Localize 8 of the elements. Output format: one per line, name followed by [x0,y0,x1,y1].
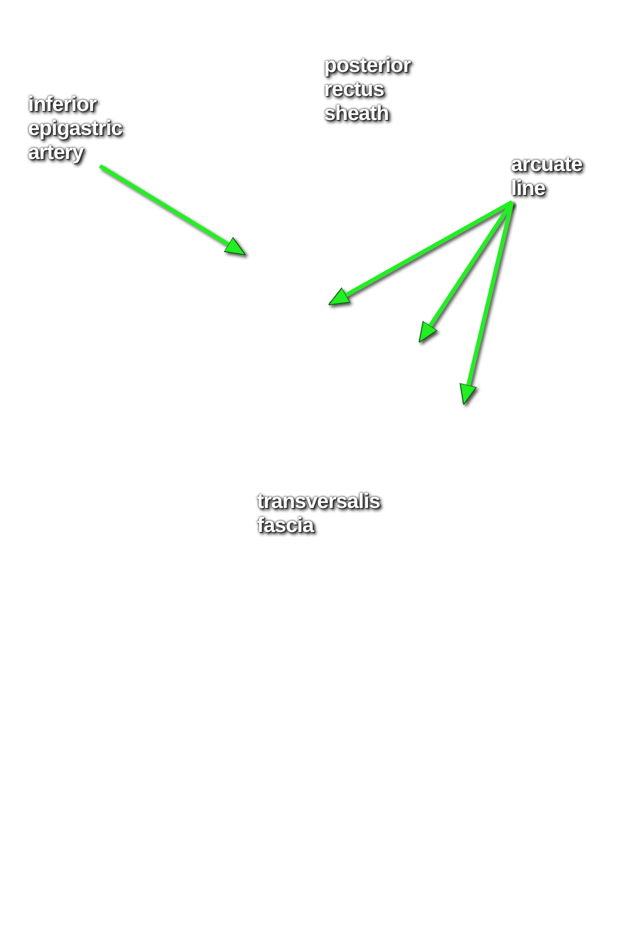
structure-label: posterior rectus sheath [324,54,444,126]
structure-label: transversalis fascia [257,490,417,538]
leader-arrow [460,202,514,406]
leader-arrow [418,200,514,343]
leader-arrow [328,200,513,306]
leader-arrow [98,164,246,256]
structure-label: inferior epigastric artery [28,93,148,165]
structure-label: arcuate line [511,153,606,201]
